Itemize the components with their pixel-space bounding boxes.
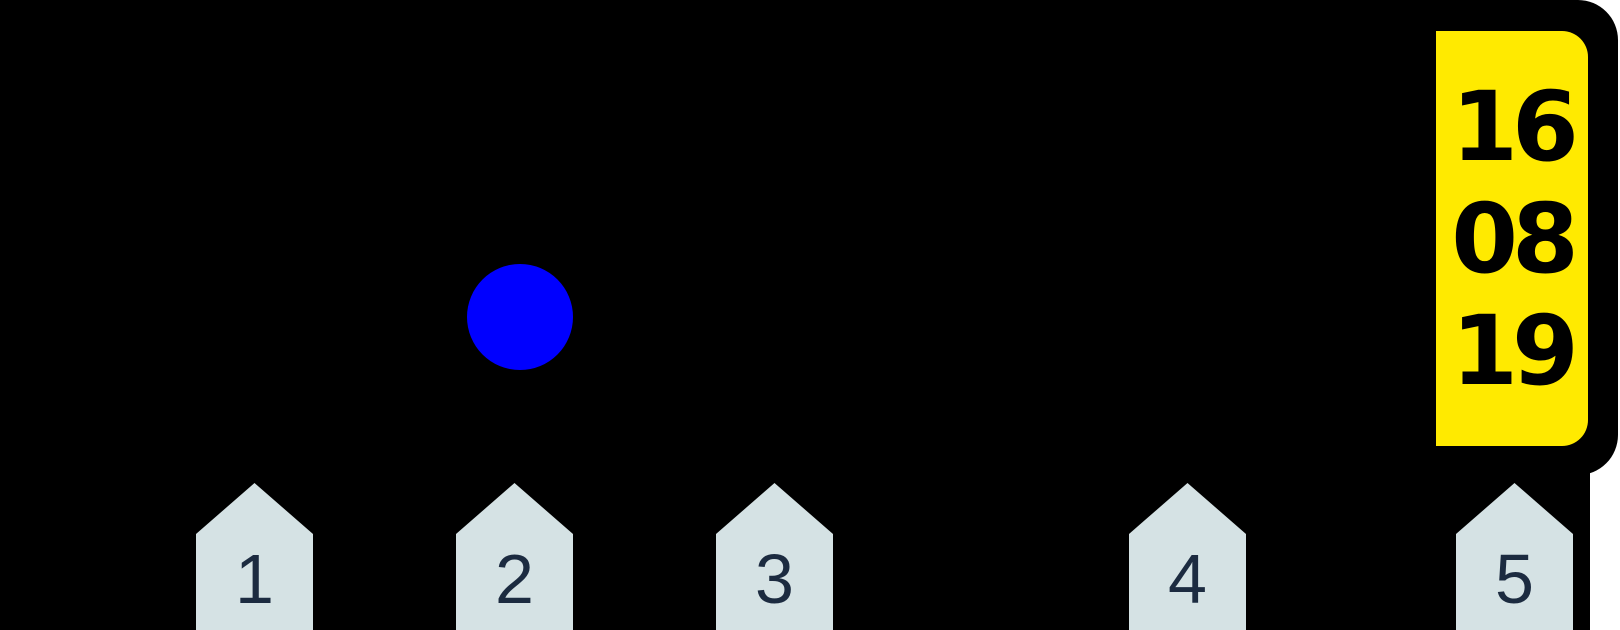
stop-1: 1 — [196, 483, 313, 630]
stop-4-shape — [1129, 483, 1246, 630]
date-box: 16 08 19 — [1436, 31, 1588, 446]
date-day: 16 — [1451, 70, 1579, 183]
stop-1-shape — [196, 483, 313, 630]
dark-panel — [0, 0, 1618, 475]
stop-2: 2 — [456, 483, 573, 630]
stop-4: 4 — [1129, 483, 1246, 630]
date-year: 19 — [1451, 294, 1579, 407]
stop-1-label: 1 — [235, 540, 274, 618]
stop-4-label: 4 — [1168, 540, 1207, 618]
stop-3-label: 3 — [755, 540, 794, 618]
stop-2-shape — [456, 483, 573, 630]
position-marker — [467, 264, 573, 370]
stop-3: 3 — [716, 483, 833, 630]
stop-5-label: 5 — [1495, 540, 1534, 618]
stop-2-label: 2 — [495, 540, 534, 618]
stop-5: 5 — [1456, 483, 1573, 630]
stop-5-shape — [1456, 483, 1573, 630]
stop-3-shape — [716, 483, 833, 630]
date-month: 08 — [1451, 182, 1579, 295]
